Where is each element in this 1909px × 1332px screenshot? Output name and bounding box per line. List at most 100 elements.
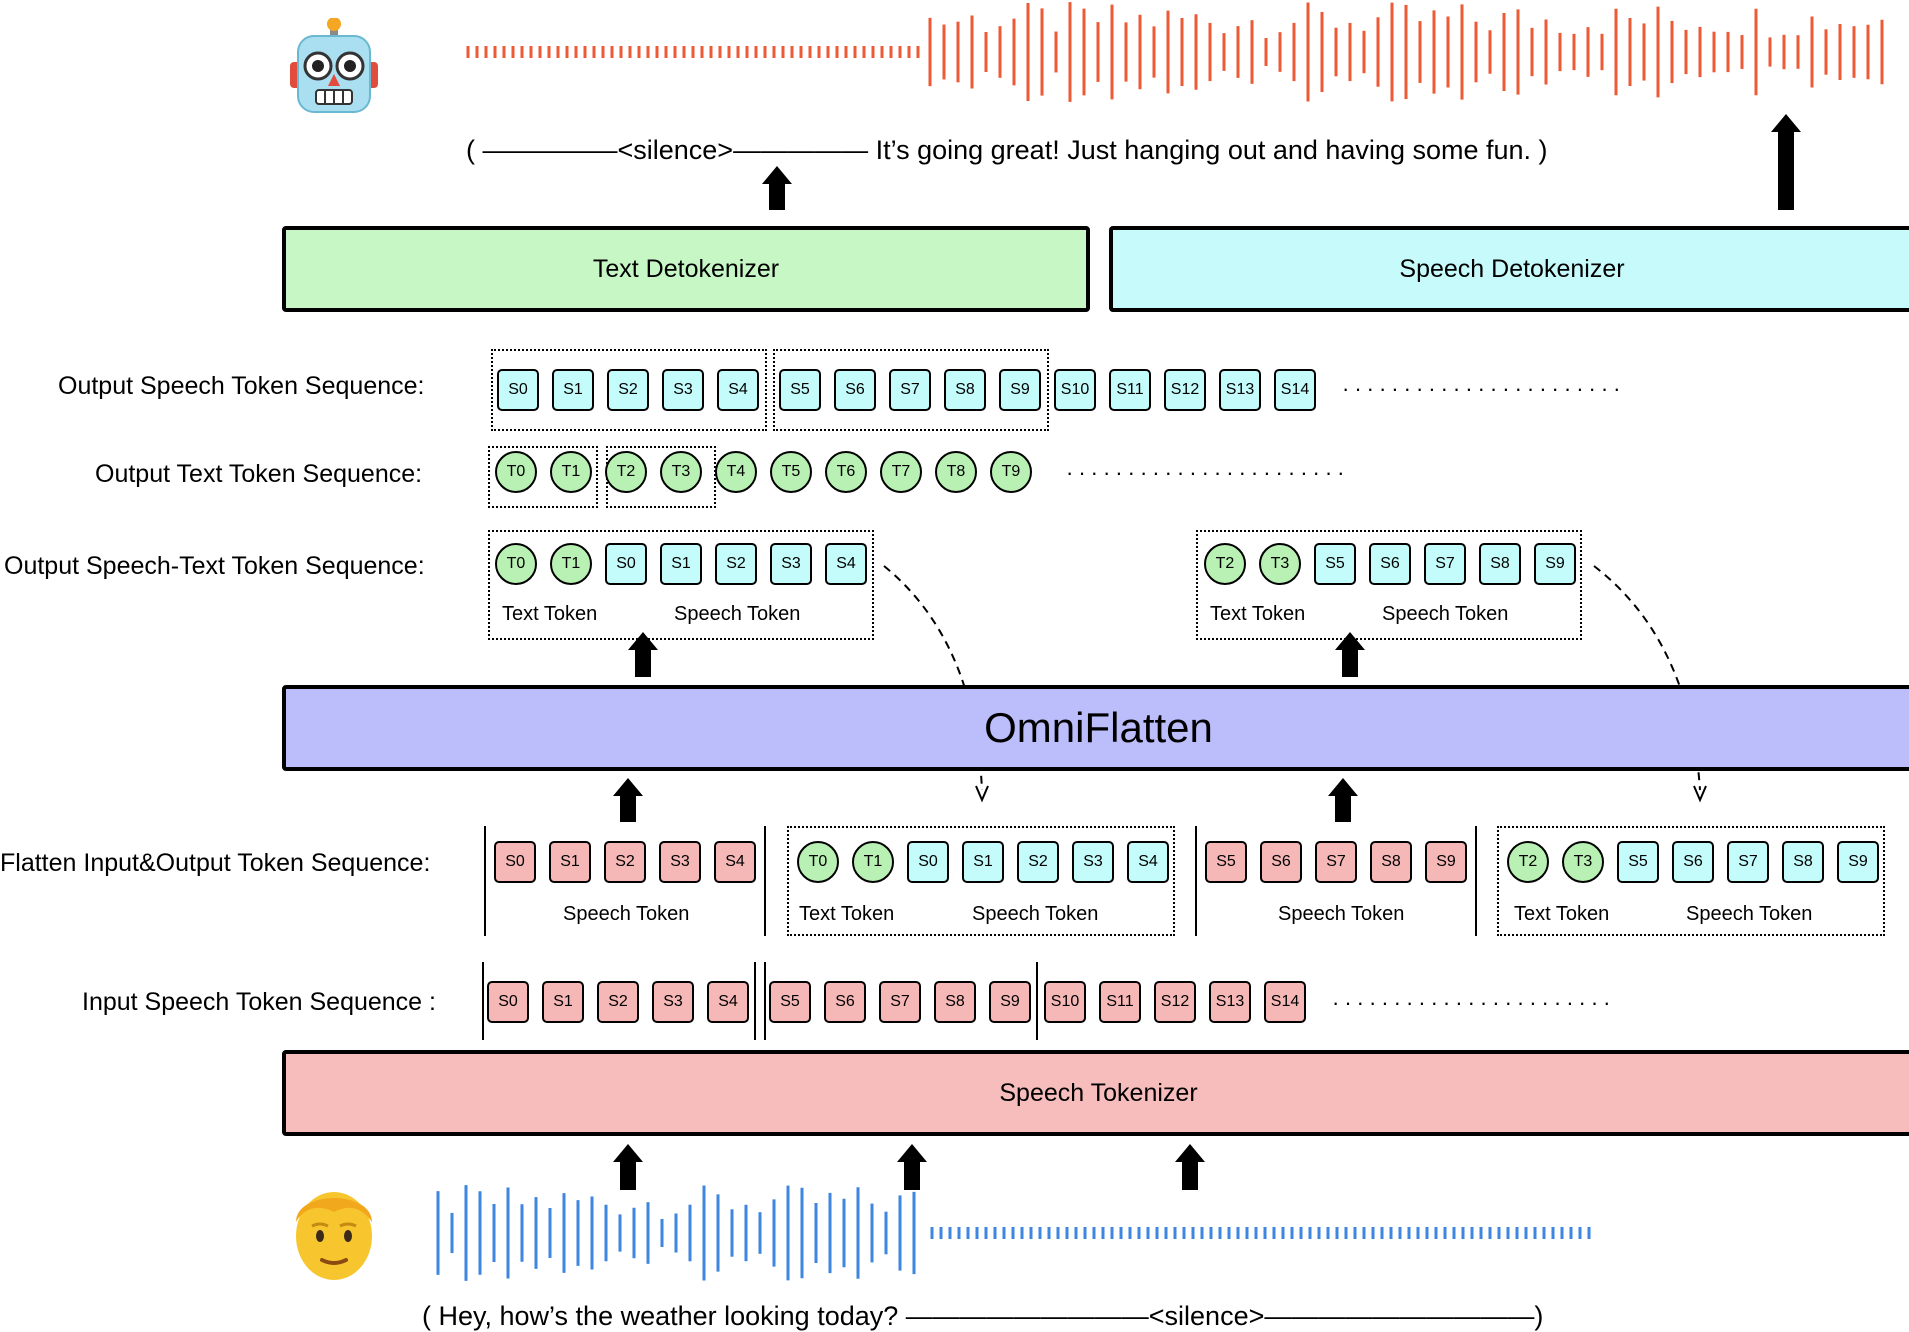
text-token: T1	[550, 543, 592, 585]
speech-token: S2	[597, 981, 639, 1023]
speech-token: S4	[714, 841, 756, 883]
speech-token: S2	[604, 841, 646, 883]
speech-token: S1	[552, 369, 594, 411]
omniflatten-block: OmniFlatten	[282, 685, 1909, 771]
speech-token: S2	[1017, 841, 1059, 883]
bot-transcript: ( —————<silence>————— It’s going great! …	[466, 135, 1548, 165]
output-speech-text-seq-label: Output Speech-Text Token Sequence:	[4, 552, 425, 580]
up-arrow-icon	[897, 1144, 927, 1190]
caption-text-token: Text Token	[1514, 903, 1610, 925]
speech-token: S6	[834, 369, 876, 411]
text-token: T9	[990, 451, 1032, 493]
speech-token: S8	[934, 981, 976, 1023]
text-token: T3	[1259, 543, 1301, 585]
output-text-seq-label: Output Text Token Sequence:	[95, 460, 423, 488]
speech-token: S6	[1369, 543, 1411, 585]
speech-token: S5	[779, 369, 821, 411]
caption-speech-token: Speech Token	[1278, 903, 1405, 925]
man-icon	[296, 1192, 372, 1280]
user-transcript: ( Hey, how’s the weather looking today? …	[422, 1301, 1544, 1331]
speech-token: S0	[494, 841, 536, 883]
speech-token: S6	[1260, 841, 1302, 883]
in-speech-ellipsis: ·······················	[1332, 990, 1616, 1015]
text-token: T3	[660, 451, 702, 493]
text-token: T7	[880, 451, 922, 493]
speech-token: S5	[1617, 841, 1659, 883]
speech-token: S8	[1782, 841, 1824, 883]
speech-token: S13	[1219, 369, 1261, 411]
text-token: T3	[1562, 841, 1604, 883]
robot-icon	[290, 18, 378, 113]
text-token: T5	[770, 451, 812, 493]
speech-token: S5	[769, 981, 811, 1023]
text-token: T0	[495, 543, 537, 585]
out-speech-group-2	[773, 349, 1049, 431]
speech-token: S7	[889, 369, 931, 411]
speech-token: S7	[1727, 841, 1769, 883]
speech-token: S5	[1314, 543, 1356, 585]
caption-speech-token: Speech Token	[1382, 603, 1509, 625]
speech-token: S0	[497, 369, 539, 411]
flatten-in-group-2	[1195, 826, 1477, 936]
caption-text-token: Text Token	[799, 903, 895, 925]
out-text-group-1	[488, 446, 598, 508]
speech-token: S7	[1315, 841, 1357, 883]
speech-token: S9	[1837, 841, 1879, 883]
speech-token: S7	[879, 981, 921, 1023]
arrowhead-icon	[1693, 785, 1707, 803]
speech-token: S1	[542, 981, 584, 1023]
speech-token: S3	[662, 369, 704, 411]
text-token: T1	[852, 841, 894, 883]
speech-token: S1	[549, 841, 591, 883]
up-arrow-icon	[1175, 1144, 1205, 1190]
speech-detokenizer-label: Speech Detokenizer	[1399, 254, 1625, 283]
caption-text-token: Text Token	[1210, 603, 1306, 625]
text-detokenizer-block: Text Detokenizer	[282, 226, 1090, 312]
out-speech-ellipsis: ·······················	[1342, 376, 1626, 401]
speech-token: S4	[707, 981, 749, 1023]
speech-token: S2	[607, 369, 649, 411]
speech-token: S8	[944, 369, 986, 411]
text-token: T2	[605, 451, 647, 493]
text-token: T8	[935, 451, 977, 493]
speech-tokenizer-block: Speech Tokenizer	[282, 1050, 1909, 1136]
up-arrow-icon	[762, 166, 792, 210]
flatten-in-group-1	[484, 826, 766, 936]
text-token: T0	[495, 451, 537, 493]
speech-token: S9	[1534, 543, 1576, 585]
out-text-ellipsis: ·······················	[1066, 460, 1350, 485]
speech-tokenizer-label: Speech Tokenizer	[999, 1078, 1198, 1107]
speech-token: S9	[989, 981, 1031, 1023]
up-arrow-icon	[1328, 778, 1358, 822]
speech-detokenizer-block: Speech Detokenizer	[1109, 226, 1909, 312]
input-speech-group-1	[482, 962, 756, 1040]
speech-token: S5	[1205, 841, 1247, 883]
speech-token: S1	[660, 543, 702, 585]
caption-text-token: Text Token	[502, 603, 598, 625]
flatten-seq-label: Flatten Input&Output Token Sequence:	[0, 849, 431, 877]
arrowhead-icon	[975, 785, 989, 803]
speech-token: S4	[717, 369, 759, 411]
speech-token: S10	[1054, 369, 1096, 411]
caption-speech-token: Speech Token	[972, 903, 1099, 925]
text-token: T6	[825, 451, 867, 493]
speech-token: S14	[1264, 981, 1306, 1023]
flatten-out-group-2	[1497, 826, 1885, 936]
input-speech-seq-label: Input Speech Token Sequence :	[82, 988, 436, 1016]
caption-speech-token: Speech Token	[563, 903, 690, 925]
text-token: T1	[550, 451, 592, 493]
speech-token: S11	[1099, 981, 1141, 1023]
speech-text-group-1	[488, 530, 874, 640]
text-detokenizer-label: Text Detokenizer	[592, 254, 780, 283]
speech-token: S3	[659, 841, 701, 883]
speech-token: S12	[1154, 981, 1196, 1023]
speech-token: S4	[825, 543, 867, 585]
speech-text-group-2	[1196, 530, 1582, 640]
up-arrow-icon	[613, 1144, 643, 1190]
speech-token: S12	[1164, 369, 1206, 411]
text-token: T0	[797, 841, 839, 883]
speech-token: S0	[907, 841, 949, 883]
speech-token: S3	[770, 543, 812, 585]
speech-token: S0	[487, 981, 529, 1023]
speech-token: S14	[1274, 369, 1316, 411]
